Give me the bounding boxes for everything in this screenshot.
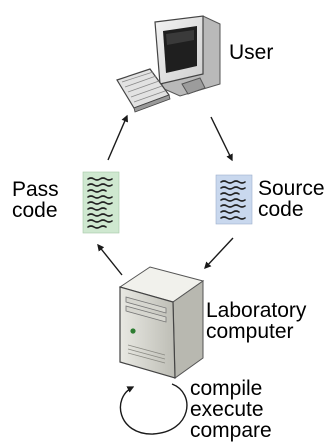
label-laboratory-computer: Laboratory computer	[206, 300, 306, 342]
label-pass-line2: code	[12, 199, 58, 222]
arrow-lab-to-pass	[97, 243, 123, 276]
label-lab-line1: Laboratory	[206, 299, 307, 322]
label-lab-line2: computer	[206, 320, 294, 343]
keyboard-icon	[116, 68, 171, 113]
arrow-user-to-source	[210, 116, 233, 162]
label-actions: compile execute compare	[190, 378, 272, 441]
label-pass-code: Pass code	[12, 179, 59, 221]
flow-arrows	[97, 114, 234, 276]
label-action-compare: compare	[190, 419, 272, 442]
label-source-line2: code	[258, 198, 304, 221]
label-source-code: Source code	[258, 178, 325, 220]
label-action-execute: execute	[190, 398, 264, 421]
laboratory-computer-icon	[118, 266, 205, 379]
source-code-document-icon	[215, 174, 253, 225]
label-source-line1: Source	[258, 177, 325, 200]
user-computer-icon	[116, 15, 221, 113]
arrow-source-to-lab	[204, 237, 234, 270]
label-action-compile: compile	[190, 377, 263, 400]
loop-arrow	[119, 383, 188, 435]
label-user: User	[229, 41, 274, 64]
arrow-pass-to-user	[107, 114, 128, 161]
pass-code-document-icon	[82, 171, 120, 234]
label-pass-line1: Pass	[12, 178, 59, 201]
